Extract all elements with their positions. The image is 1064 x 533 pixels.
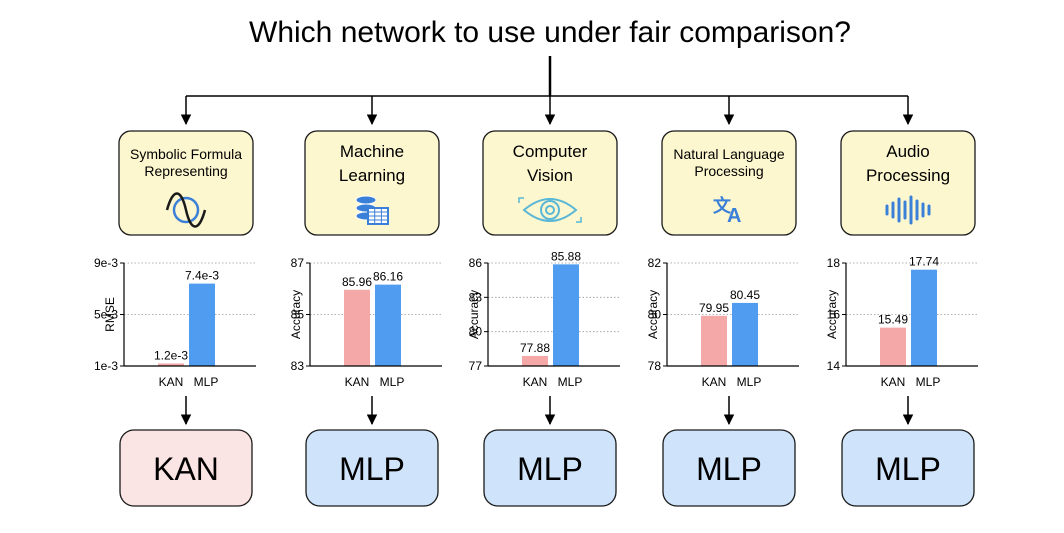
- y-tick-label: 16: [827, 308, 841, 322]
- y-axis-label: Accuracy: [289, 290, 303, 339]
- y-tick-label: 87: [291, 256, 305, 270]
- svg-text:A: A: [727, 205, 741, 227]
- y-tick-label: 78: [648, 359, 662, 373]
- y-axis-label: Accuracy: [646, 290, 660, 339]
- bar-kan: [522, 355, 548, 366]
- x-tick-label: KAN: [345, 375, 370, 389]
- x-tick-label: MLP: [380, 375, 405, 389]
- bar-value-label: 17.74: [909, 255, 939, 269]
- result-label: KAN: [153, 451, 219, 487]
- y-tick-label: 14: [827, 359, 841, 373]
- bar-value-label: 77.88: [520, 341, 550, 355]
- result-box: [483, 429, 617, 507]
- x-tick-label: MLP: [737, 375, 762, 389]
- bar-value-label: 80.45: [730, 288, 760, 302]
- category-label: Processing: [694, 163, 763, 179]
- translate-icon: 文A: [713, 195, 741, 227]
- result-box: [662, 429, 796, 507]
- category-card: [661, 130, 797, 236]
- tree-connectors: [180, 56, 914, 126]
- category-label: Audio: [886, 142, 929, 161]
- y-tick-label: 80: [648, 308, 662, 322]
- y-tick-label: 9e-3: [94, 256, 118, 270]
- y-tick-label: 18: [827, 256, 841, 270]
- x-tick-label: KAN: [159, 375, 184, 389]
- y-tick-label: 82: [648, 256, 662, 270]
- category-label: Vision: [527, 166, 573, 185]
- y-tick-label: 80: [469, 325, 483, 339]
- category-card: [840, 130, 976, 236]
- bar-mlp: [732, 302, 758, 366]
- bar-mlp: [375, 284, 401, 366]
- category-label: Natural Language: [673, 146, 785, 162]
- bar-value-label: 79.95: [699, 301, 729, 315]
- x-tick-label: KAN: [702, 375, 727, 389]
- bar-mlp: [189, 283, 215, 366]
- database-table-icon: [355, 195, 389, 225]
- y-tick-label: 83: [291, 359, 305, 373]
- category-label: Symbolic Formula: [130, 146, 242, 162]
- y-tick-label: 5e-3: [94, 308, 118, 322]
- category-card: [482, 130, 618, 236]
- bar-kan: [158, 363, 184, 366]
- eye-icon: [518, 197, 582, 223]
- y-tick-label: 83: [469, 290, 483, 304]
- bar-value-label: 85.88: [551, 249, 581, 263]
- bar-value-label: 7.4e-3: [185, 269, 219, 283]
- category-label: Representing: [144, 163, 227, 179]
- bar-value-label: 85.96: [342, 275, 372, 289]
- sine-wave-icon: [165, 192, 207, 228]
- category-card: [118, 130, 254, 236]
- category-label: Learning: [339, 166, 405, 185]
- x-tick-label: MLP: [558, 375, 583, 389]
- svg-text:文: 文: [713, 195, 732, 217]
- bar-value-label: 15.49: [878, 313, 908, 327]
- result-label: MLP: [696, 451, 762, 487]
- y-tick-label: 85: [291, 308, 305, 322]
- bar-kan: [880, 327, 906, 366]
- result-box: [119, 429, 253, 507]
- bar-mlp: [911, 269, 937, 366]
- x-tick-label: MLP: [916, 375, 941, 389]
- category-label: Machine: [340, 142, 404, 161]
- y-axis-label: Accuracy: [825, 290, 839, 339]
- bar-value-label: 86.16: [373, 270, 403, 284]
- x-tick-label: KAN: [881, 375, 906, 389]
- bar-mlp: [553, 264, 579, 366]
- y-tick-label: 86: [469, 256, 483, 270]
- category-label: Computer: [513, 142, 588, 161]
- y-axis-label: Accuracy: [467, 290, 481, 339]
- category-label: Processing: [866, 166, 950, 185]
- x-tick-label: MLP: [194, 375, 219, 389]
- y-tick-label: 1e-3: [94, 359, 118, 373]
- result-label: MLP: [517, 451, 583, 487]
- result-label: MLP: [875, 451, 941, 487]
- result-box: [841, 429, 975, 507]
- y-tick-label: 77: [469, 359, 483, 373]
- category-card: [304, 130, 440, 236]
- bar-kan: [701, 315, 727, 366]
- result-label: MLP: [339, 451, 405, 487]
- y-axis-label: RMSE: [103, 297, 117, 332]
- sound-wave-icon: [885, 195, 931, 225]
- bar-kan: [344, 289, 370, 366]
- figure-title: Which network to use under fair comparis…: [249, 16, 851, 49]
- x-tick-label: KAN: [523, 375, 548, 389]
- result-box: [305, 429, 439, 507]
- bar-value-label: 1.2e-3: [154, 348, 188, 362]
